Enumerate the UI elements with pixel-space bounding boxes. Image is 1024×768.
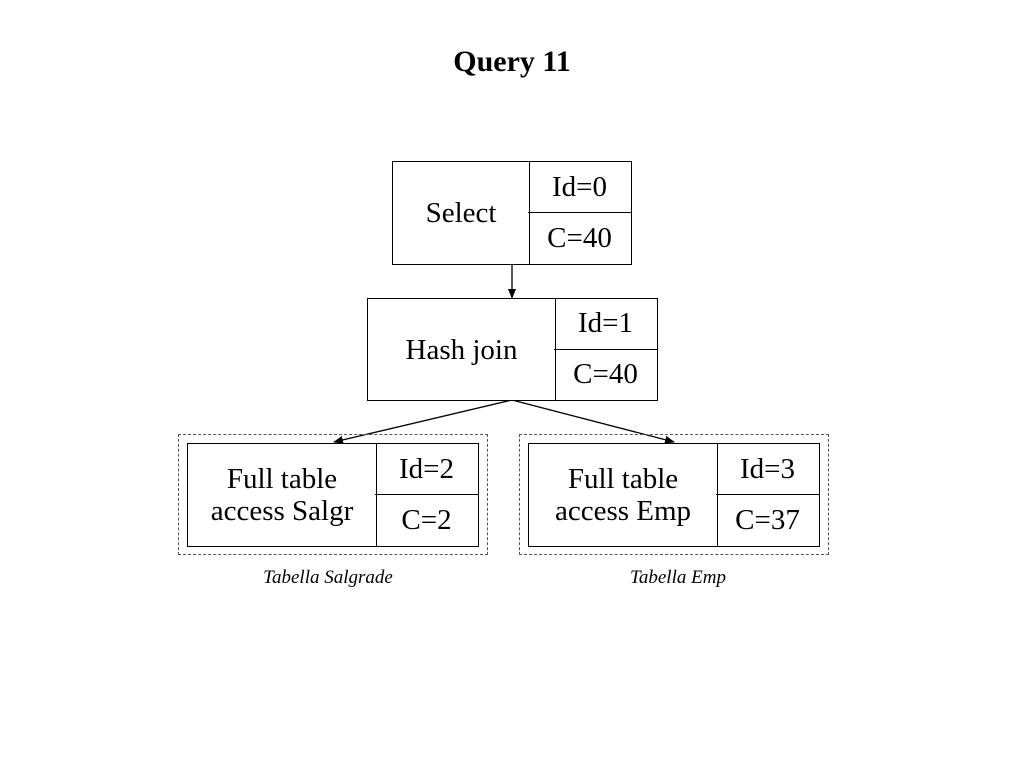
select-operation-label: Select xyxy=(393,162,530,264)
select-cost-cell: C=40 xyxy=(547,222,612,254)
salgrade-access-node: Full table access Salgr Id=2 C=2 xyxy=(187,443,479,547)
emp-cost-cell: C=37 xyxy=(735,504,800,536)
diagram-title: Query 11 xyxy=(453,45,571,78)
emp-operation-label: Full table access Emp xyxy=(529,444,718,546)
emp-operation-line2: access Emp xyxy=(554,495,692,527)
hash-join-to-salgrade-arrow xyxy=(333,399,513,444)
emp-id-cell: Id=3 xyxy=(716,444,819,495)
salgrade-cost-cell: C=2 xyxy=(401,504,452,536)
salgrade-operation-line1: Full table xyxy=(226,463,338,495)
emp-table-caption: Tabella Emp xyxy=(630,567,726,588)
hash-join-cost-cell: C=40 xyxy=(573,358,638,391)
salgrade-operation-label: Full table access Salgr xyxy=(188,444,377,546)
emp-table-group xyxy=(519,434,829,555)
select-node: Select Id=0 C=40 xyxy=(392,161,632,265)
hash-join-to-emp-arrow xyxy=(511,399,675,444)
salgrade-id-cell: Id=2 xyxy=(375,444,478,495)
select-id-cell: Id=0 xyxy=(528,162,631,213)
salgrade-operation-line2: access Salgr xyxy=(210,495,354,527)
emp-access-node: Full table access Emp Id=3 C=37 xyxy=(528,443,820,547)
emp-operation-line1: Full table xyxy=(567,463,679,495)
salgrade-table-group xyxy=(178,434,488,555)
salgrade-table-caption: Tabella Salgrade xyxy=(263,567,393,588)
hash-join-id-cell: Id=1 xyxy=(554,299,657,350)
hash-join-operation-label: Hash join xyxy=(368,299,556,400)
hash-join-node: Hash join Id=1 C=40 xyxy=(367,298,658,401)
